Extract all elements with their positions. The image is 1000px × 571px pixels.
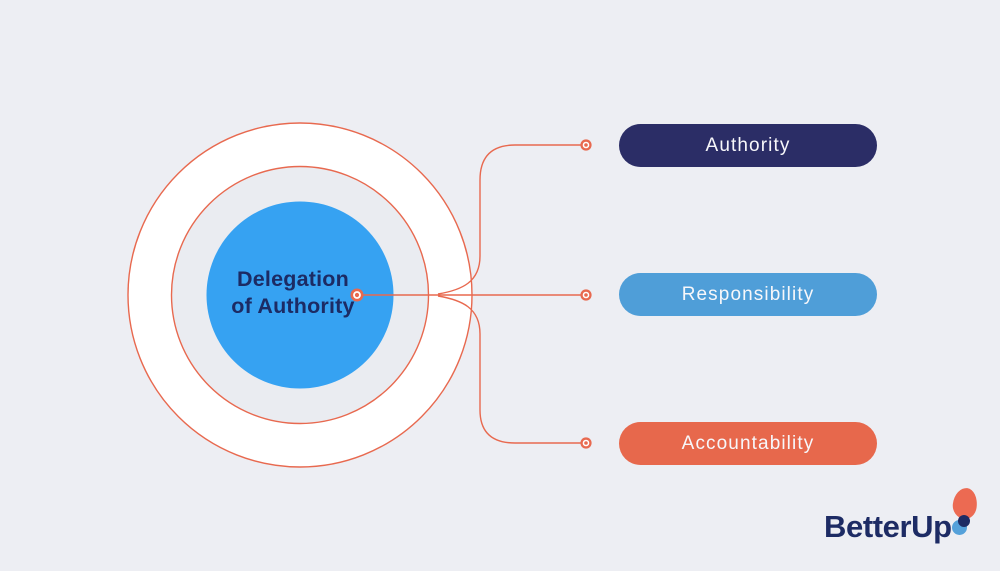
pill-accountability-label: Accountability [681,432,815,454]
hub-circle [206,201,394,389]
betterup-logo: BetterUp [824,486,984,556]
pill-responsibility-label: Responsibility [681,283,815,305]
hub-dot [350,288,364,302]
hub-label-line1: Delegation [237,267,349,291]
pill-authority: Authority [619,124,877,167]
hub-label-line2: of Authority [231,294,355,318]
logo-dot-navy-icon [958,515,970,527]
betterup-wordmark: BetterUp [824,509,952,544]
connector-authority [437,144,586,295]
endpoint-dot-authority [580,139,592,151]
betterup-mark-icon [951,486,983,537]
pill-authority-label: Authority [705,134,791,156]
endpoint-dot-accountability [580,437,592,449]
connector-accountability [437,295,586,444]
hub-label: Delegation of Authority [183,266,403,320]
pill-accountability: Accountability [619,422,877,465]
pill-responsibility: Responsibility [619,273,877,316]
endpoint-dot-responsibility [580,289,592,301]
